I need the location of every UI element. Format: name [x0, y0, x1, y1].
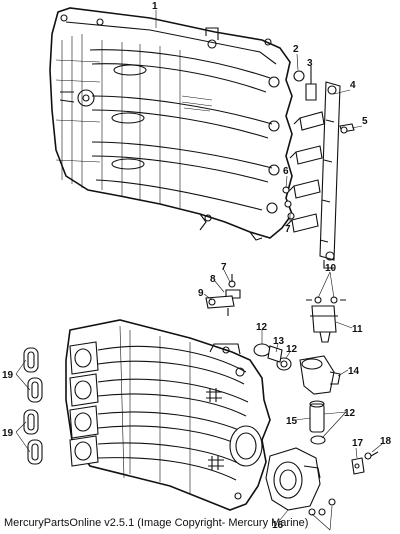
- callout-8: 8: [210, 274, 216, 285]
- fitting-part-3: [305, 83, 317, 101]
- callout-19b: 19: [2, 428, 14, 439]
- callout-7a: 7: [285, 224, 291, 235]
- callout-9: 9: [198, 288, 204, 299]
- callout-14: 14: [348, 366, 360, 377]
- callout-labels: 1 2 3 4 5 6 7 7 8 9 10 11 12 13 12 14 15…: [2, 1, 392, 531]
- fuel-rail-assembly: [282, 66, 355, 269]
- callout-18: 18: [380, 436, 392, 447]
- callout-15: 15: [286, 416, 298, 427]
- callout-5: 5: [362, 116, 368, 127]
- callout-12c: 12: [344, 408, 356, 419]
- callout-6: 6: [283, 166, 289, 177]
- callout-7b: 7: [221, 262, 227, 273]
- copyright-caption: MercuryPartsOnline v2.5.1 (Image Copyrig…: [4, 517, 309, 529]
- upper-intake-manifold: [49, 7, 293, 241]
- o-ring-part-2: [293, 70, 305, 82]
- callout-10: 10: [325, 263, 337, 274]
- throttle-and-hoses: [253, 343, 379, 516]
- callout-3: 3: [307, 58, 313, 69]
- callout-12a: 12: [256, 322, 268, 333]
- callout-13: 13: [273, 336, 285, 347]
- callout-17: 17: [352, 438, 364, 449]
- leader-lines: [15, 10, 383, 531]
- lower-intake-manifold: [65, 319, 271, 511]
- callout-16: 16: [272, 520, 284, 531]
- callout-1: 1: [152, 1, 158, 12]
- callout-19a: 19: [2, 370, 14, 381]
- callout-4: 4: [350, 80, 356, 91]
- gaskets: [23, 347, 43, 465]
- callout-12b: 12: [286, 344, 298, 355]
- callout-11: 11: [352, 324, 363, 335]
- callout-2: 2: [293, 44, 299, 55]
- sensor-parts: [205, 274, 346, 343]
